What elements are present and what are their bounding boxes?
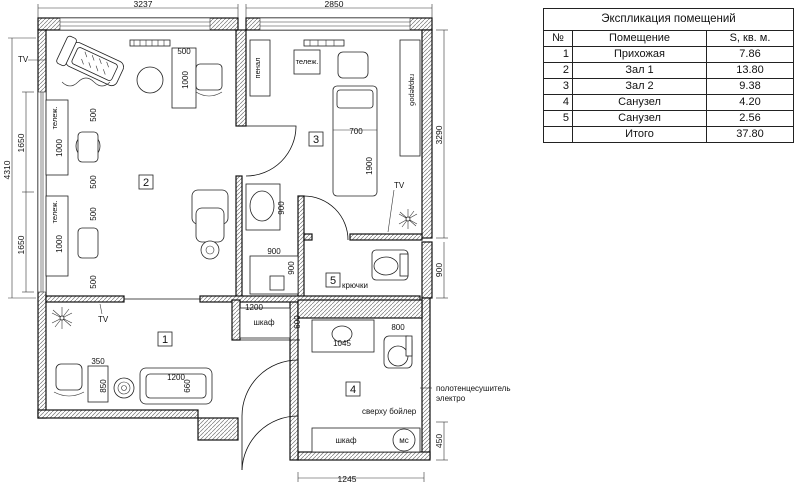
dim-right-upper: 3290 [434,125,444,144]
room-number-4: 4 [350,384,356,396]
dim-left-lower: 1650 [16,235,26,254]
room4-fixtures [311,319,432,453]
dim-counter-w: 800 [391,323,405,332]
dim-top-left: 3237 [134,0,153,9]
header-room: Помещение [572,30,707,47]
dim-left-total: 4310 [2,160,12,179]
room-number-3: 3 [313,134,319,146]
room-number-5: 5 [330,275,336,287]
floor-plan: 3237 2850 4310 1650 1650 3290 900 450 12… [2,0,511,484]
dim-desk-h: 1000 [181,71,190,89]
label-telezh-1: тележ. [50,107,59,130]
dim-cab-w: 350 [91,357,105,366]
table-row: 2 Зал 1 13.80 [543,62,794,79]
dim-basin-w: 1045 [333,339,351,348]
dimension-lines [8,4,448,482]
dim-right-lower: 900 [434,263,444,277]
sink-area [245,183,281,231]
room-schedule-table: Экспликация помещений № Помещение S, кв.… [543,8,794,143]
dim-sofa-h: 660 [183,379,192,393]
table-total-row: Итого 37.80 [543,126,794,143]
room5-fixtures [249,249,409,295]
label-towel-2: электро [436,394,466,403]
header-num: № [543,30,573,47]
label-telezh-3: тележ. [296,57,319,66]
swivel-chair [191,189,229,260]
table-row: 4 Санузел 4.20 [543,94,794,111]
header-area: S, кв. м. [706,30,794,47]
dim-bottom: 1245 [338,474,357,484]
table-row: 3 Зал 2 9.38 [543,78,794,95]
table-header-row: № Помещение S, кв. м. [543,30,794,47]
label-closet-1: шкаф [253,318,275,327]
label-closet-2: шкаф [335,436,357,445]
dim-sofa-w: 1200 [167,373,185,382]
recliner-chair [56,35,124,87]
table-title: Экспликация помещений [543,8,794,31]
walls [37,17,433,461]
dim-closet-h: 600 [293,315,302,329]
dim-couch-w: 700 [349,127,363,136]
label-washer: мс [399,436,409,445]
room-number-1: 1 [162,334,168,346]
dim-wall1-c: 500 [89,175,98,189]
plant-icon [398,209,418,229]
room3-furniture [249,39,421,197]
label-penal: пенал [253,58,262,79]
label-boiler: сверху бойлер [362,407,417,416]
dim-corridor: 1200 [245,303,263,312]
doors [124,125,349,471]
dim-shower-w: 900 [267,247,281,256]
table-row: 1 Прихожая 7.86 [543,46,794,63]
label-tv-2: TV [394,181,405,190]
room-numbers: 1 2 3 4 5 [138,131,361,397]
room1-furniture [51,307,291,405]
dim-right-bottom: 450 [434,434,444,448]
dim-desk-w: 500 [177,47,191,56]
dim-wall1-b: 1000 [55,139,64,157]
table-row: 5 Санузел 2.56 [543,110,794,127]
dim-wall2-c: 500 [89,275,98,289]
dim-left-upper: 1650 [16,133,26,152]
room-number-2: 2 [143,177,149,189]
label-towel-1: полотенцесушитель [436,384,511,393]
dim-sink-h: 900 [277,201,286,215]
label-tv-3: TV [98,315,109,324]
label-hooks: крючки [342,281,368,290]
label-wardrobe: гардероб [408,74,417,106]
room2-furniture [45,35,229,277]
label-tv-1: TV [18,55,29,64]
label-telezh-2: тележ. [50,201,59,224]
dim-top-right: 2850 [325,0,344,9]
dim-wall1-a: 500 [89,108,98,122]
dim-shower-h: 900 [287,261,296,275]
dim-wall2-b: 1000 [55,235,64,253]
dim-couch-h: 1900 [365,157,374,175]
dim-wall2-a: 500 [89,207,98,221]
dim-cab-h: 850 [99,379,108,393]
